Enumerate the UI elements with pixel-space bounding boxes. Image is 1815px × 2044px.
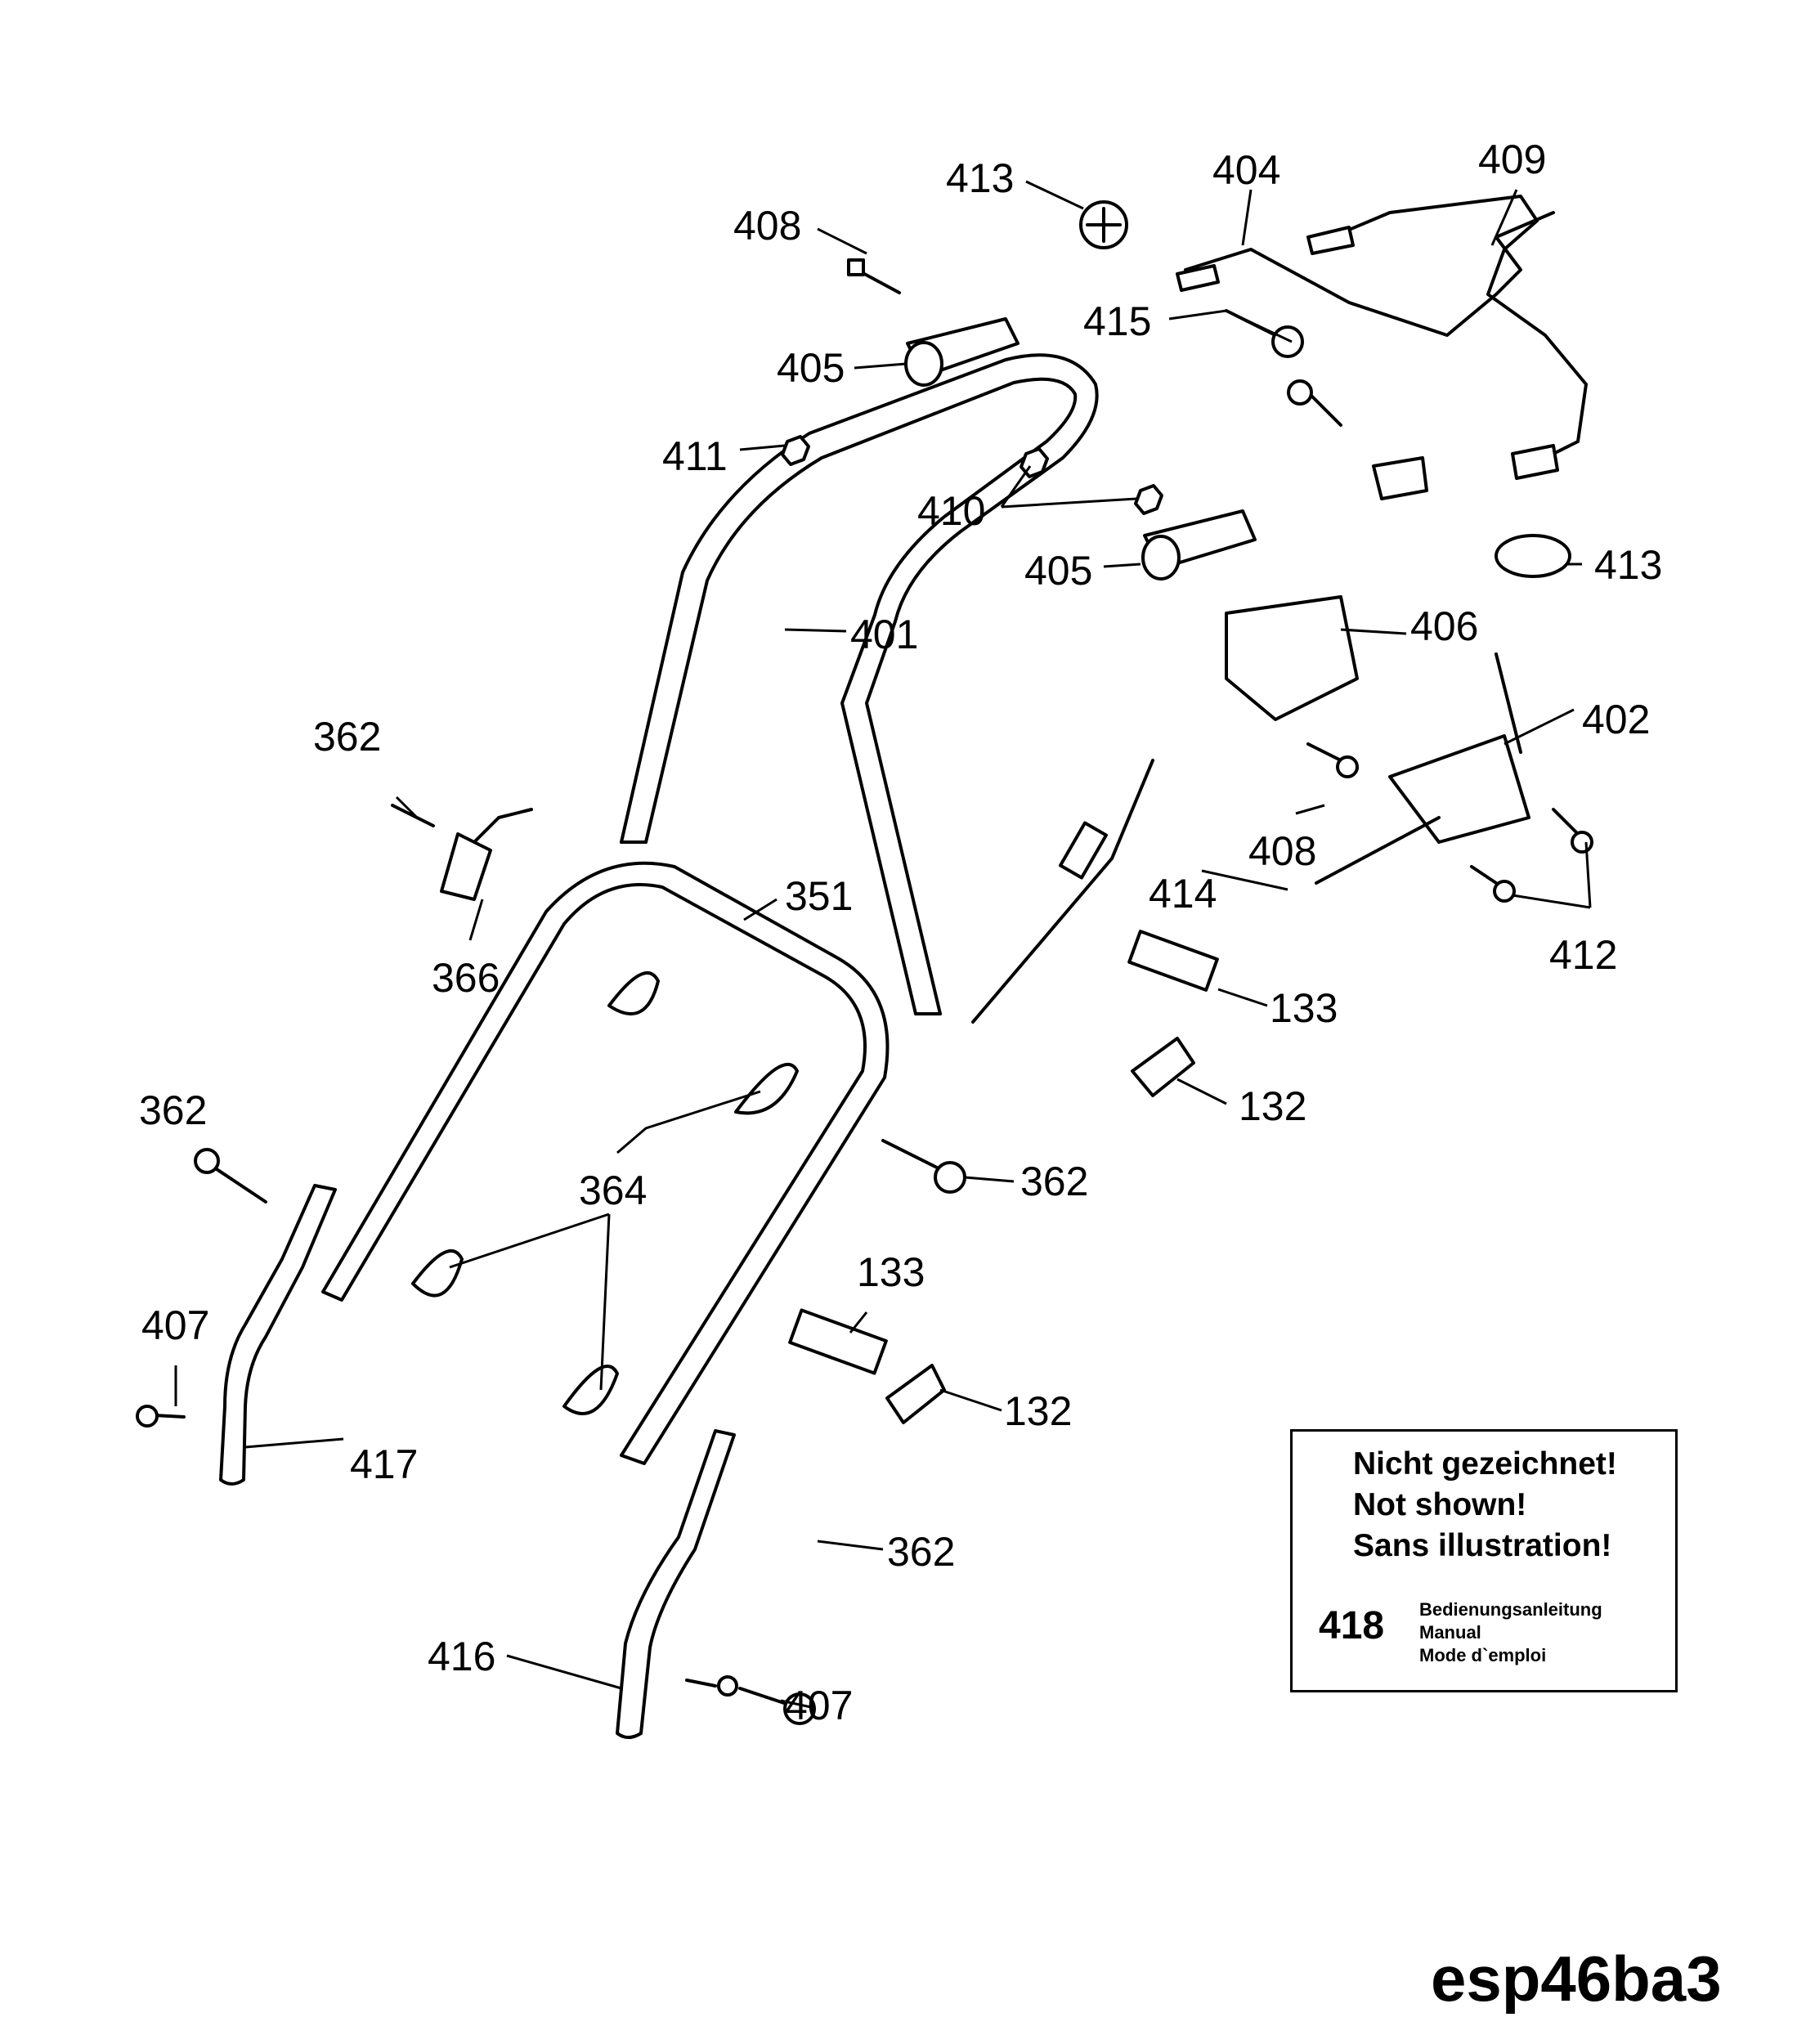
label-133-a: 133 (1270, 985, 1338, 1031)
upper-handle-bar (620, 353, 1099, 1015)
label-407-a: 407 (141, 1302, 209, 1348)
leader-lines (174, 180, 1592, 1709)
note-part-number: 418 (1319, 1604, 1385, 1647)
label-414: 414 (1149, 871, 1217, 917)
drawing-code: esp46ba3 (1431, 1943, 1722, 2015)
note-desc-english: Manual (1419, 1622, 1481, 1643)
not-shown-note: Nicht gezeichnet! Not shown! Sans illust… (1290, 1429, 1678, 1692)
note-desc-french: Mode d`emploi (1419, 1645, 1547, 1665)
bail-bars (1176, 195, 1588, 500)
small-parts (136, 200, 1593, 1725)
label-408-mid: 408 (1248, 828, 1316, 874)
label-132-a: 132 (1239, 1083, 1306, 1129)
label-405-mid: 405 (1024, 548, 1092, 594)
label-132-b: 132 (1004, 1388, 1072, 1434)
label-409: 409 (1478, 137, 1546, 182)
note-line-german: Nicht gezeichnet! (1353, 1446, 1617, 1481)
label-412: 412 (1549, 932, 1617, 978)
lower-handle-bar (321, 861, 890, 1465)
note-line-english: Not shown! (1353, 1487, 1527, 1522)
label-362-a: 362 (313, 714, 381, 760)
right-lower-tube (616, 1429, 736, 1739)
label-406: 406 (1410, 603, 1478, 649)
label-416: 416 (428, 1634, 495, 1679)
label-404: 404 (1212, 147, 1280, 193)
label-364: 364 (579, 1168, 647, 1213)
label-415: 415 (1083, 298, 1151, 344)
label-366: 366 (432, 955, 500, 1001)
label-411: 411 (662, 433, 728, 479)
label-401: 401 (850, 612, 918, 657)
left-lower-tube (219, 1184, 337, 1486)
label-408-top: 408 (733, 203, 801, 249)
label-413-top: 413 (946, 155, 1014, 201)
label-402: 402 (1582, 697, 1650, 742)
part-labels: 413 404 409 408 415 405 411 410 413 405 … (139, 137, 1662, 1728)
label-410: 410 (917, 488, 985, 534)
label-351: 351 (785, 873, 853, 919)
label-405-top: 405 (777, 345, 845, 391)
label-417: 417 (350, 1441, 418, 1487)
label-362-c: 362 (1020, 1159, 1088, 1204)
label-413-right: 413 (1594, 542, 1662, 588)
label-362-d: 362 (887, 1529, 955, 1575)
label-407-b: 407 (785, 1683, 853, 1728)
label-133-b: 133 (857, 1249, 925, 1295)
label-362-b: 362 (139, 1087, 207, 1133)
note-line-french: Sans illustration! (1353, 1528, 1612, 1563)
note-desc-german: Bedienungsanleitung (1419, 1599, 1602, 1620)
